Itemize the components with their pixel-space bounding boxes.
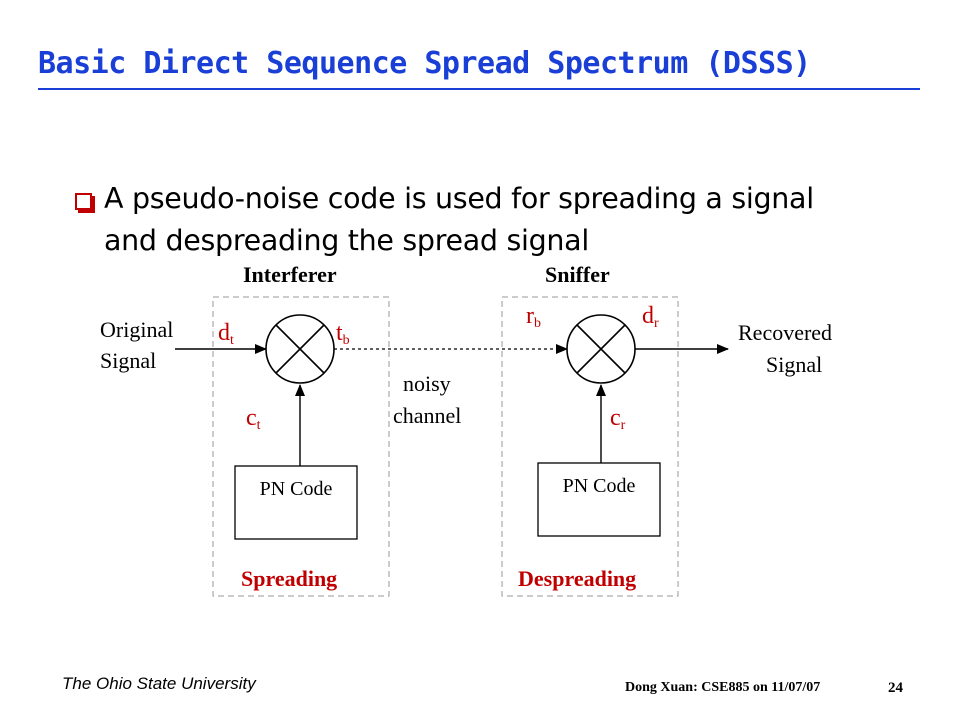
dr-label: dr [642,303,659,331]
despreading-mixer-icon [566,314,636,384]
left-pn-code-box [234,465,358,540]
footer-institution: The Ohio State University [62,674,256,693]
bullet-square-icon [75,193,92,210]
despreading-enclosure [501,296,679,597]
original-signal-label-line1: Original [100,317,174,342]
noisy-channel-label-line2: channel [393,403,462,428]
spreading-mixer-icon [265,314,335,384]
noisy-channel-label-line1: noisy [403,371,451,396]
recovered-signal-label-line1: Recovered [738,320,833,345]
interferer-heading: Interferer [243,262,337,287]
page-title: Basic Direct Sequence Spread Spectrum (D… [38,46,811,81]
ct-label: ct [246,405,261,433]
tb-label: tb [336,320,350,348]
page-number: 24 [888,680,903,696]
left-pn-code-label: PN Code [259,478,333,500]
original-signal-label-line2: Signal [100,348,157,373]
rb-label: rb [526,303,541,331]
title-underline [38,88,920,90]
right-pn-code-box [537,462,661,537]
recovered-signal-label-line2: Signal [766,352,823,377]
right-pn-code-label: PN Code [562,475,636,497]
dt-label: dt [218,320,234,348]
footer-author-note: Dong Xuan: CSE885 on 11/07/07 [625,680,821,695]
cr-label: cr [610,405,626,433]
despreading-label: Despreading [518,566,637,591]
spreading-label: Spreading [241,566,338,591]
spreading-enclosure [212,296,390,597]
bullet-text: A pseudo-noise code is used for spreadin… [104,182,814,257]
sniffer-heading: Sniffer [545,262,610,287]
